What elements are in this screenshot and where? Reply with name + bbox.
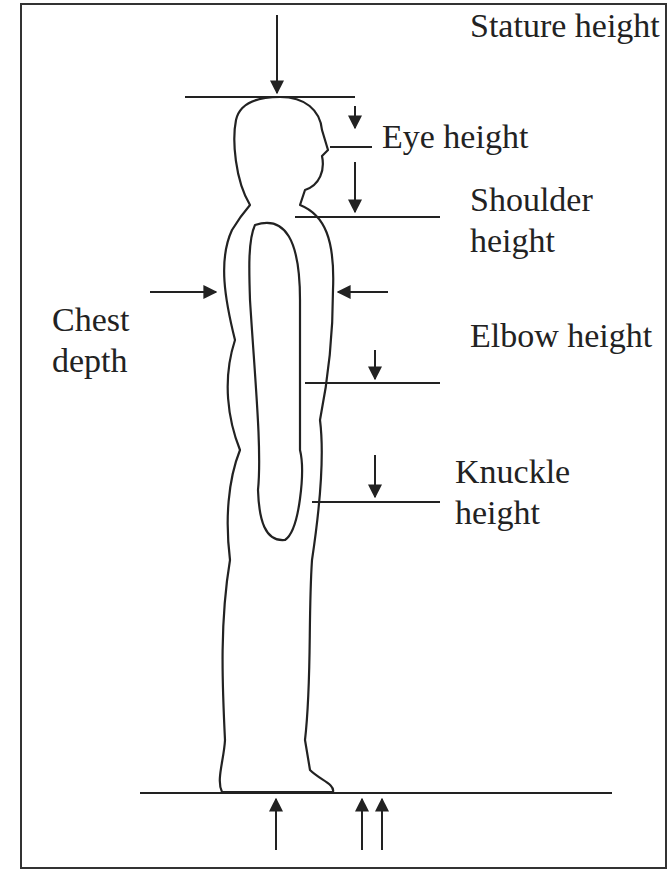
elbow-line xyxy=(305,382,440,384)
stature-line xyxy=(185,96,355,98)
arm-silhouette xyxy=(249,223,302,540)
dimension-label: Eye height xyxy=(382,117,662,158)
body-silhouette xyxy=(220,97,333,792)
ground-arrow xyxy=(361,799,363,850)
dimension-label: Stature height xyxy=(470,6,660,47)
dimension-label: Chest depth xyxy=(52,300,192,382)
eye-arrow xyxy=(354,106,356,128)
knuckle-line xyxy=(312,501,440,503)
elbow-arrow xyxy=(374,350,376,379)
frame xyxy=(21,4,666,868)
knuckle-arrow xyxy=(374,455,376,497)
eye-line xyxy=(330,146,372,148)
ground-arrow xyxy=(381,799,383,850)
shoulder-arrow xyxy=(354,162,356,212)
dimension-label: Shoulder height xyxy=(470,180,660,262)
dimension-label: Elbow height xyxy=(470,316,660,357)
ground-arrow xyxy=(275,799,277,850)
stature-arrow xyxy=(276,15,278,93)
shoulder-line xyxy=(295,216,440,218)
chest-arrow xyxy=(338,291,388,293)
dimension-label: Knuckle height xyxy=(455,452,660,534)
chest-arrow xyxy=(150,291,216,293)
ground-line xyxy=(140,792,612,794)
